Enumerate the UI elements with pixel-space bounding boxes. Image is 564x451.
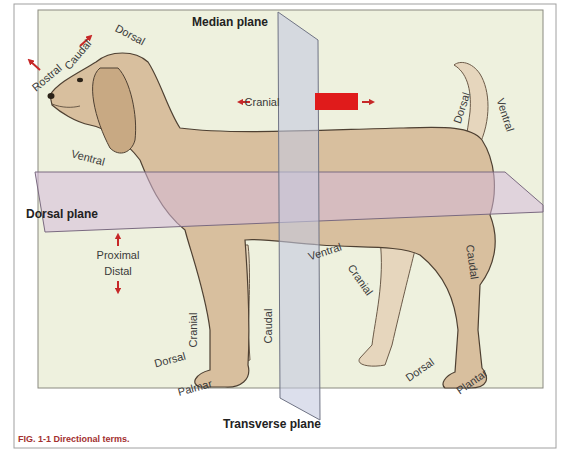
direction-label: Caudal — [63, 38, 94, 72]
direction-label: Cranial — [345, 263, 374, 298]
direction-label: Dorsal — [113, 23, 146, 48]
distal-arrow — [117, 281, 119, 291]
plane-label: Median plane — [192, 16, 268, 28]
direction-label: Cranial — [188, 313, 199, 348]
direction-label: Plantar — [455, 367, 490, 396]
dog-mouth — [52, 104, 80, 107]
red-marker — [315, 93, 358, 110]
direction-label: Proximal — [97, 250, 140, 261]
transverse-plane — [278, 12, 320, 420]
direction-label: Caudal — [464, 244, 480, 280]
direction-label: Cranial — [245, 97, 280, 108]
direction-label: Ventral — [70, 148, 106, 167]
direction-label: Dorsal — [153, 351, 187, 370]
caudal-arrow — [362, 101, 372, 103]
direction-label: Rostral — [30, 63, 64, 94]
direction-label: Palmar — [177, 378, 214, 398]
dog-eye — [77, 78, 83, 82]
dog-nose — [48, 93, 55, 99]
direction-label: Distal — [104, 266, 132, 277]
dog-ear — [93, 68, 136, 153]
direction-label: Ventral — [494, 97, 515, 133]
plane-label: Dorsal plane — [26, 208, 98, 220]
direction-label: Dorsal — [452, 91, 472, 125]
figure-frame — [14, 4, 556, 448]
direction-label: Dorsal — [404, 356, 436, 383]
far-hindleg — [359, 240, 415, 366]
direction-label: Ventral — [307, 241, 343, 262]
proximal-arrow — [117, 236, 119, 246]
rostral-arrow — [30, 61, 40, 70]
plane-label: Transverse plane — [223, 418, 321, 430]
figure-caption: FIG. 1-1 Directional terms. — [18, 434, 130, 444]
direction-label: Caudal — [263, 309, 274, 344]
